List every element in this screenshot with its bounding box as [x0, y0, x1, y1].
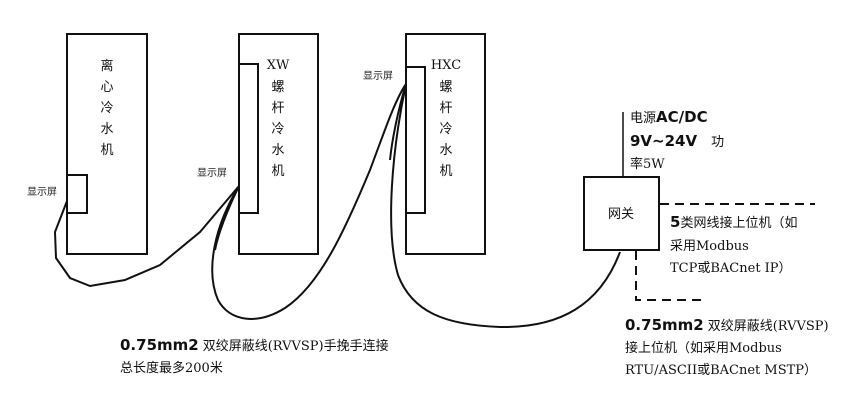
unit-name-char: 机	[439, 164, 452, 179]
rs485-label-line2: 接上位机（如采用Modbus	[625, 340, 782, 356]
daisy-chain-label-line2: 总长度最多200米	[120, 360, 223, 376]
gateway: 网关	[583, 112, 815, 301]
unit-name-char: 螺	[439, 80, 452, 95]
unit-name-char: 冷	[439, 122, 452, 137]
display-panel	[66, 174, 88, 214]
gateway-box	[583, 176, 660, 251]
rs485-label-line3: RTU/ASCII或BACnet MSTP）	[625, 363, 817, 378]
unit-name-char: 螺	[271, 80, 284, 95]
unit-name-model: XW	[267, 58, 290, 73]
chiller-cabinet	[66, 33, 148, 255]
unit-name-char: 机	[100, 143, 113, 158]
power-label-line1: 电源AC/DC	[630, 108, 708, 126]
wire-unit3-to-gateway	[389, 83, 621, 329]
unit-name-char: 冷	[100, 101, 113, 116]
unit-name-char: 水	[271, 143, 284, 158]
wire-unit1-to-unit2	[53, 185, 240, 288]
unit-name-char: 冷	[271, 122, 284, 137]
ethernet-label-line1: 5类网线接上位机（如	[670, 213, 797, 231]
display-panel	[238, 63, 259, 214]
ethernet-label-line2: 采用Modbus	[670, 239, 749, 254]
display-label: 显示屏	[197, 167, 227, 179]
unit-name-char: 杆	[271, 101, 284, 116]
wire-unit2-to-unit3	[211, 83, 407, 320]
unit-name-char: 心	[100, 80, 113, 95]
unit-name-char: 水	[439, 143, 452, 158]
ethernet-label-line3: TCP或BACnet IP）	[670, 261, 792, 276]
display-label: 显示屏	[27, 186, 57, 198]
unit-name-model: HXC	[431, 58, 461, 73]
chiller-unit-hxc-screw: HXC 螺 杆 冷 水 机 显示屏	[363, 33, 486, 255]
unit-name-char: 水	[100, 122, 113, 137]
rs485-line	[635, 251, 702, 301]
display-panel	[405, 66, 426, 214]
unit-name-char: 离	[100, 58, 113, 74]
chiller-unit-xw-screw: XW 螺 杆 冷 水 机 显示屏	[197, 33, 319, 255]
chiller-unit-centrifugal: 离 心 冷 水 机 显示屏	[27, 33, 148, 255]
gateway-label: 网关	[608, 207, 634, 222]
unit-name-char: 杆	[439, 101, 452, 116]
power-label-line3: 率5W	[630, 156, 665, 172]
display-label: 显示屏	[363, 70, 393, 82]
unit-name-char: 机	[271, 164, 284, 179]
